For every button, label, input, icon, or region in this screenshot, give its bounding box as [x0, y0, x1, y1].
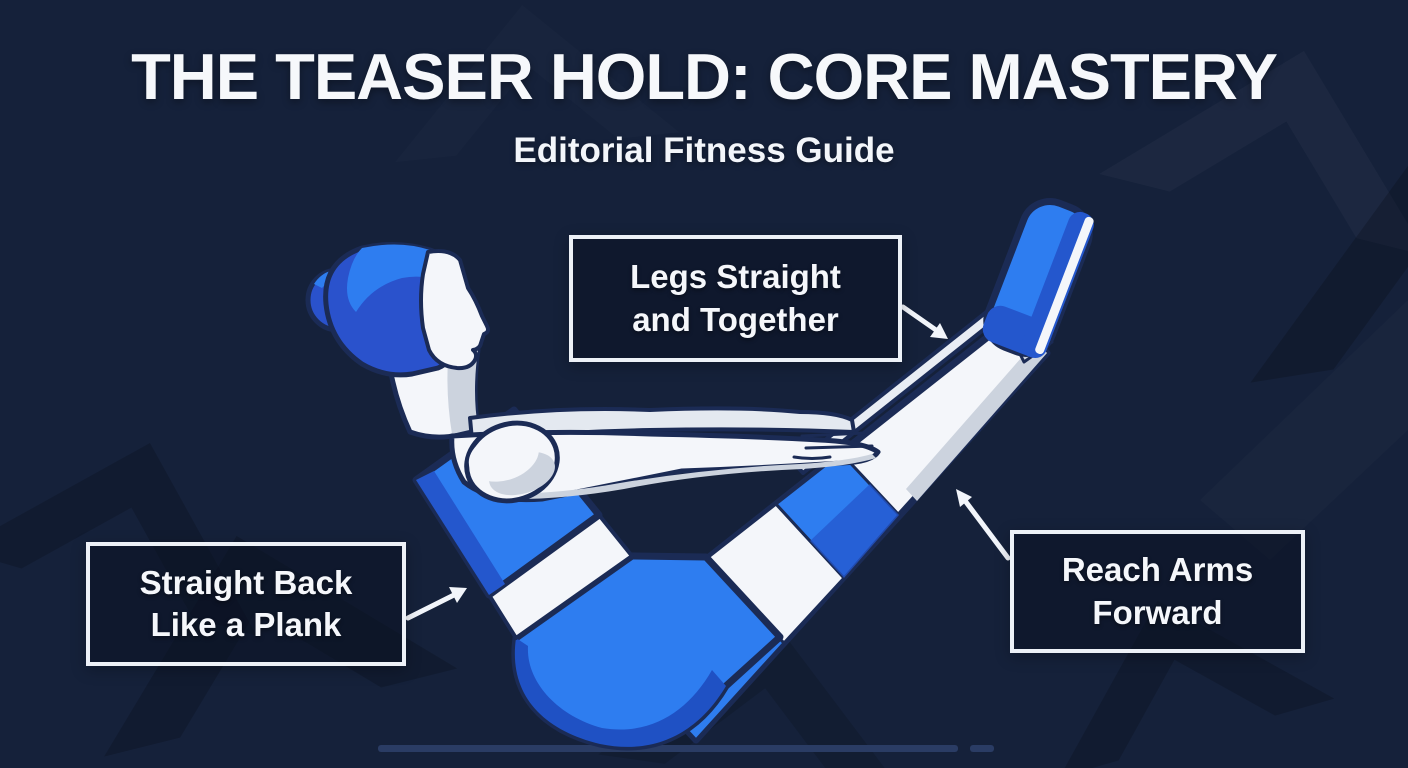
face [419, 249, 490, 371]
arrow-to-arms [956, 489, 1011, 561]
teaser-pose-illustration [305, 198, 1094, 751]
callout-legs-straight: Legs Straight and Together [569, 235, 902, 362]
callout-straight-back: Straight Back Like a Plank [86, 542, 406, 666]
callout-arms-label: Reach Arms Forward [1061, 551, 1254, 631]
annotation-arrows [405, 304, 1011, 621]
shoe [982, 198, 1094, 359]
shoulder [464, 420, 560, 504]
callout-legs-label: Legs Straight and Together [630, 258, 841, 338]
arrow-to-back [405, 587, 467, 621]
page-subtitle: Editorial Fitness Guide [513, 131, 895, 170]
callout-reach-arms: Reach Arms Forward [1010, 530, 1305, 653]
callout-back-label: Straight Back Like a Plank [139, 563, 353, 643]
hand-fingers [792, 431, 874, 460]
page-title: THE TEASER HOLD: CORE MASTERY [131, 40, 1278, 113]
arrow-to-legs [900, 304, 948, 339]
ground-line [378, 745, 994, 752]
